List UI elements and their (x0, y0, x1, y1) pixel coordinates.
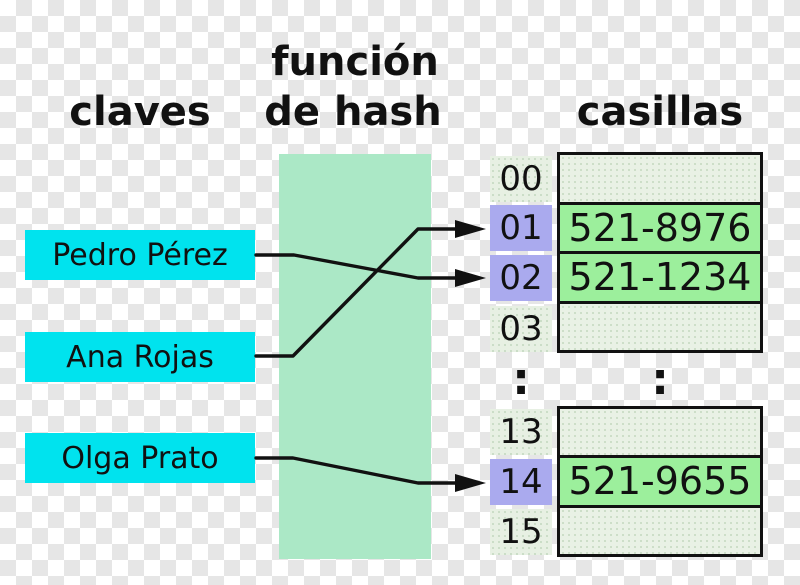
slot-value-15 (560, 504, 760, 554)
arrowhead-01-icon (455, 220, 486, 238)
arrowhead-14-icon (455, 474, 486, 492)
slot-value-01: 521-8976 (560, 201, 760, 251)
keys-column-header: claves (69, 89, 211, 135)
arrow-pedro-to-02 (254, 253, 459, 280)
slot-table-top: 521-8976 521-1234 (557, 152, 763, 353)
slot-value-14: 521-9655 (560, 455, 760, 505)
hash-function-box (279, 154, 431, 559)
arrow-ana-to-01 (254, 227, 459, 358)
slot-value-02: 521-1234 (560, 251, 760, 301)
slot-value-03 (560, 300, 760, 350)
index-cell-14: 14 (490, 459, 552, 505)
hash-function-header-line2: de hash (264, 89, 442, 135)
arrowhead-02-icon (455, 269, 486, 287)
arrow-olga-to-14 (254, 456, 459, 485)
key-box-pedro: Pedro Pérez (25, 230, 255, 280)
slot-value-00 (560, 155, 760, 202)
slots-column-header: casillas (576, 89, 744, 135)
index-cell-15: 15 (490, 509, 552, 555)
index-cell-01: 01 (490, 205, 552, 251)
hash-function-header-line1: función (271, 39, 439, 85)
index-ellipsis: : (512, 354, 530, 405)
index-cell-02: 02 (490, 255, 552, 301)
index-cell-13: 13 (490, 409, 552, 455)
slot-ellipsis: : (651, 354, 669, 405)
index-cell-03: 03 (490, 306, 552, 352)
slot-value-13 (560, 409, 760, 456)
key-box-olga: Olga Prato (25, 433, 255, 483)
index-cell-00: 00 (490, 156, 552, 202)
key-box-ana: Ana Rojas (25, 332, 255, 382)
slot-table-bottom: 521-9655 (557, 406, 763, 557)
